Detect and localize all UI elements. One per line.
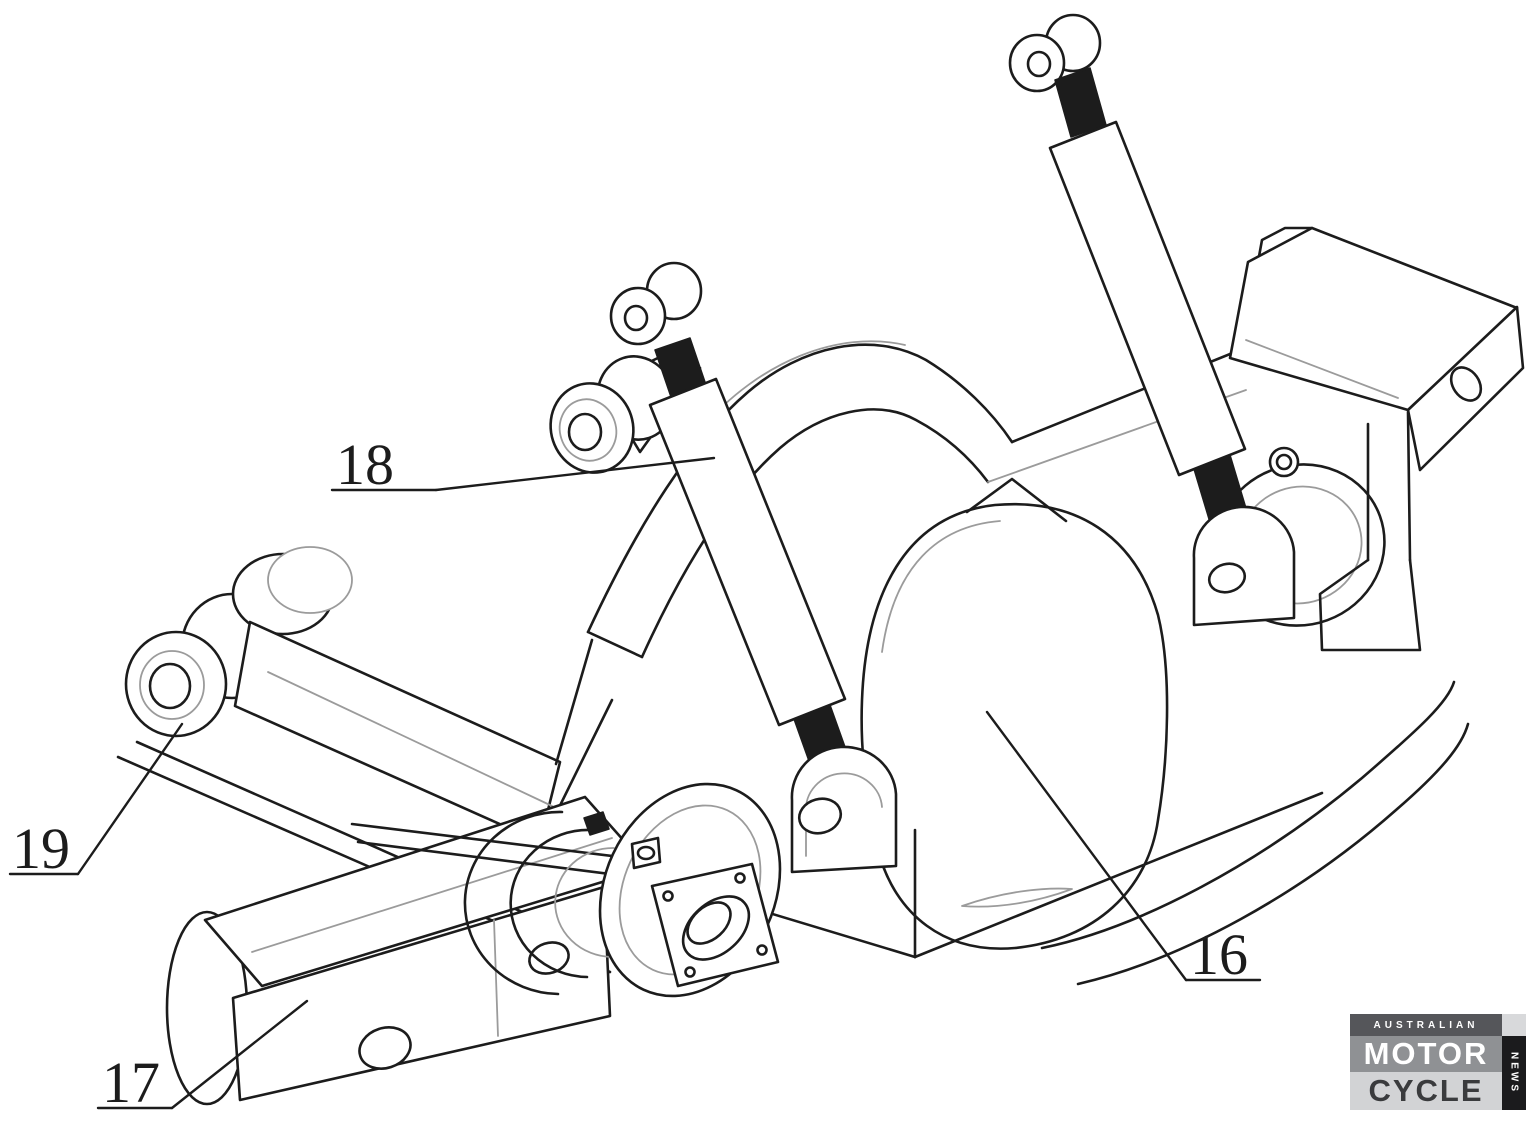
part-label-18: 18	[336, 432, 394, 497]
logo-side-column: NEWS	[1502, 1014, 1526, 1110]
watermark-logo: AUSTRALIAN MOTOR CYCLE NEWS	[1350, 1014, 1526, 1110]
front-shock-absorber	[549, 261, 898, 874]
logo-australian-band: AUSTRALIAN	[1350, 1014, 1502, 1036]
part-label-17: 17	[102, 1050, 160, 1115]
logo-main-column: AUSTRALIAN MOTOR CYCLE	[1350, 1014, 1502, 1110]
drive-drum	[860, 477, 1169, 950]
logo-cycle-band: CYCLE	[1350, 1072, 1502, 1110]
left-mount-bracket	[165, 795, 650, 1106]
part-label-19: 19	[12, 816, 70, 881]
right-mount-bracket	[1228, 226, 1525, 652]
logo-motor-band: MOTOR	[1350, 1036, 1502, 1072]
gear-hub	[463, 782, 782, 998]
reference-labels: 18 19 17 16	[8, 432, 1262, 1115]
logo-news-strip: NEWS	[1502, 1036, 1526, 1110]
rear-shock-absorber	[1008, 13, 1296, 627]
part-label-16: 16	[1190, 922, 1248, 987]
left-swing-arm	[124, 546, 614, 844]
logo-corner-square	[1502, 1014, 1526, 1036]
